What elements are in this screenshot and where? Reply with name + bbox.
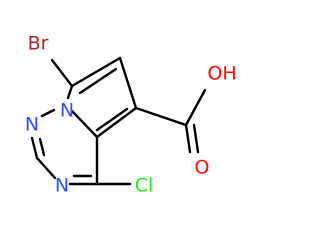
- bond-n2-n1: [40, 108, 56, 118]
- bond-cooh-oh: [184, 88, 207, 127]
- bond-c7-c6: [70, 56, 122, 88]
- hydroxyl-label: OH: [207, 63, 236, 85]
- bonds: [30, 56, 207, 186]
- nitrogen-1-label: N: [60, 100, 74, 122]
- bond-c5-c4a: [95, 106, 138, 139]
- bond-c5-cooh: [134, 106, 188, 127]
- bond-c4a-n1: [70, 109, 99, 139]
- bond-n1-c7: [66, 84, 74, 100]
- bond-cooh-o-double: [192, 123, 200, 154]
- molecule-diagram: Br OH N N N O Cl: [25, 33, 237, 197]
- bond-c7-c6-double: [78, 67, 118, 95]
- chlorine-label: Cl: [135, 175, 154, 197]
- nitrogen-2-label: N: [25, 114, 39, 136]
- bond-c2-n2: [30, 136, 39, 160]
- bromine-label: Br: [28, 33, 49, 55]
- structure-svg: Br OH N N N O Cl: [25, 33, 237, 197]
- bond-c7-br: [50, 58, 74, 88]
- oxygen-label: O: [195, 157, 210, 179]
- bond-c6-c5: [118, 56, 138, 110]
- nitrogen-3-label: N: [55, 175, 69, 197]
- atom-labels: Br OH N N N O Cl: [25, 33, 237, 197]
- bond-n3-c2: [35, 156, 57, 180]
- bond-c2-n2-double: [38, 137, 46, 157]
- bond-cooh-o: [184, 123, 192, 154]
- bond-c5-c4a-double: [95, 107, 129, 132]
